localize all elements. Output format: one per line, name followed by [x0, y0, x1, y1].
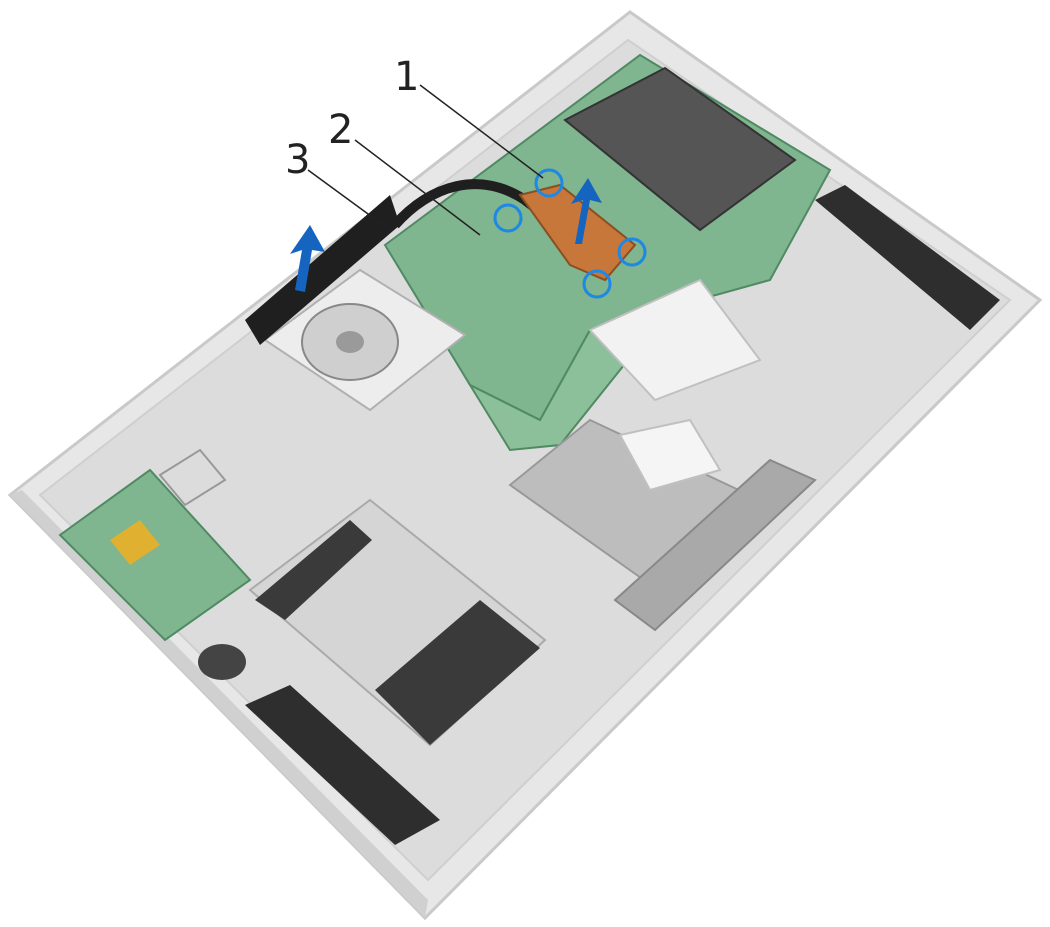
wireless-card — [158, 448, 227, 507]
speaker-left — [245, 685, 440, 845]
circle-icon — [582, 269, 612, 299]
callouts: 1 2 3 — [285, 54, 544, 236]
battery — [248, 498, 547, 747]
callout-leader-3 — [307, 169, 391, 231]
circle-icon — [617, 237, 647, 267]
speaker-right — [815, 185, 1000, 330]
io-board-connector — [110, 520, 160, 565]
touchpad-flex-cable — [618, 418, 722, 492]
palmrest-front-edge — [10, 490, 428, 918]
flex-cables — [588, 278, 762, 492]
callout-number-1: 1 — [394, 54, 419, 100]
fan-assembly — [263, 268, 467, 412]
system-board-shield — [563, 66, 797, 232]
fan-hub — [336, 331, 364, 353]
lift-arrows — [290, 178, 602, 292]
callout-number-3: 3 — [285, 137, 310, 183]
touchpad-bracket — [613, 458, 817, 632]
touchpad-area — [508, 418, 817, 632]
circle-icon — [493, 203, 523, 233]
heat-sink-fin-stack — [245, 195, 400, 345]
keyboard-flex-cable — [588, 278, 762, 402]
callout-leader-2 — [354, 139, 481, 236]
callout-leader-1 — [419, 84, 544, 179]
coin-cell-battery — [198, 644, 246, 680]
speakers — [245, 185, 1000, 845]
io-board — [58, 468, 252, 642]
callout-number-2: 2 — [328, 107, 353, 153]
circle-icon — [534, 168, 564, 198]
battery-pad-right — [375, 600, 540, 745]
io-board-pcb — [58, 468, 252, 642]
screw-markers — [493, 168, 647, 299]
arrow-up-icon — [290, 225, 325, 292]
battery-pad-left — [255, 520, 372, 620]
heat-pipe — [391, 179, 574, 239]
arrow-up-icon — [571, 178, 602, 244]
